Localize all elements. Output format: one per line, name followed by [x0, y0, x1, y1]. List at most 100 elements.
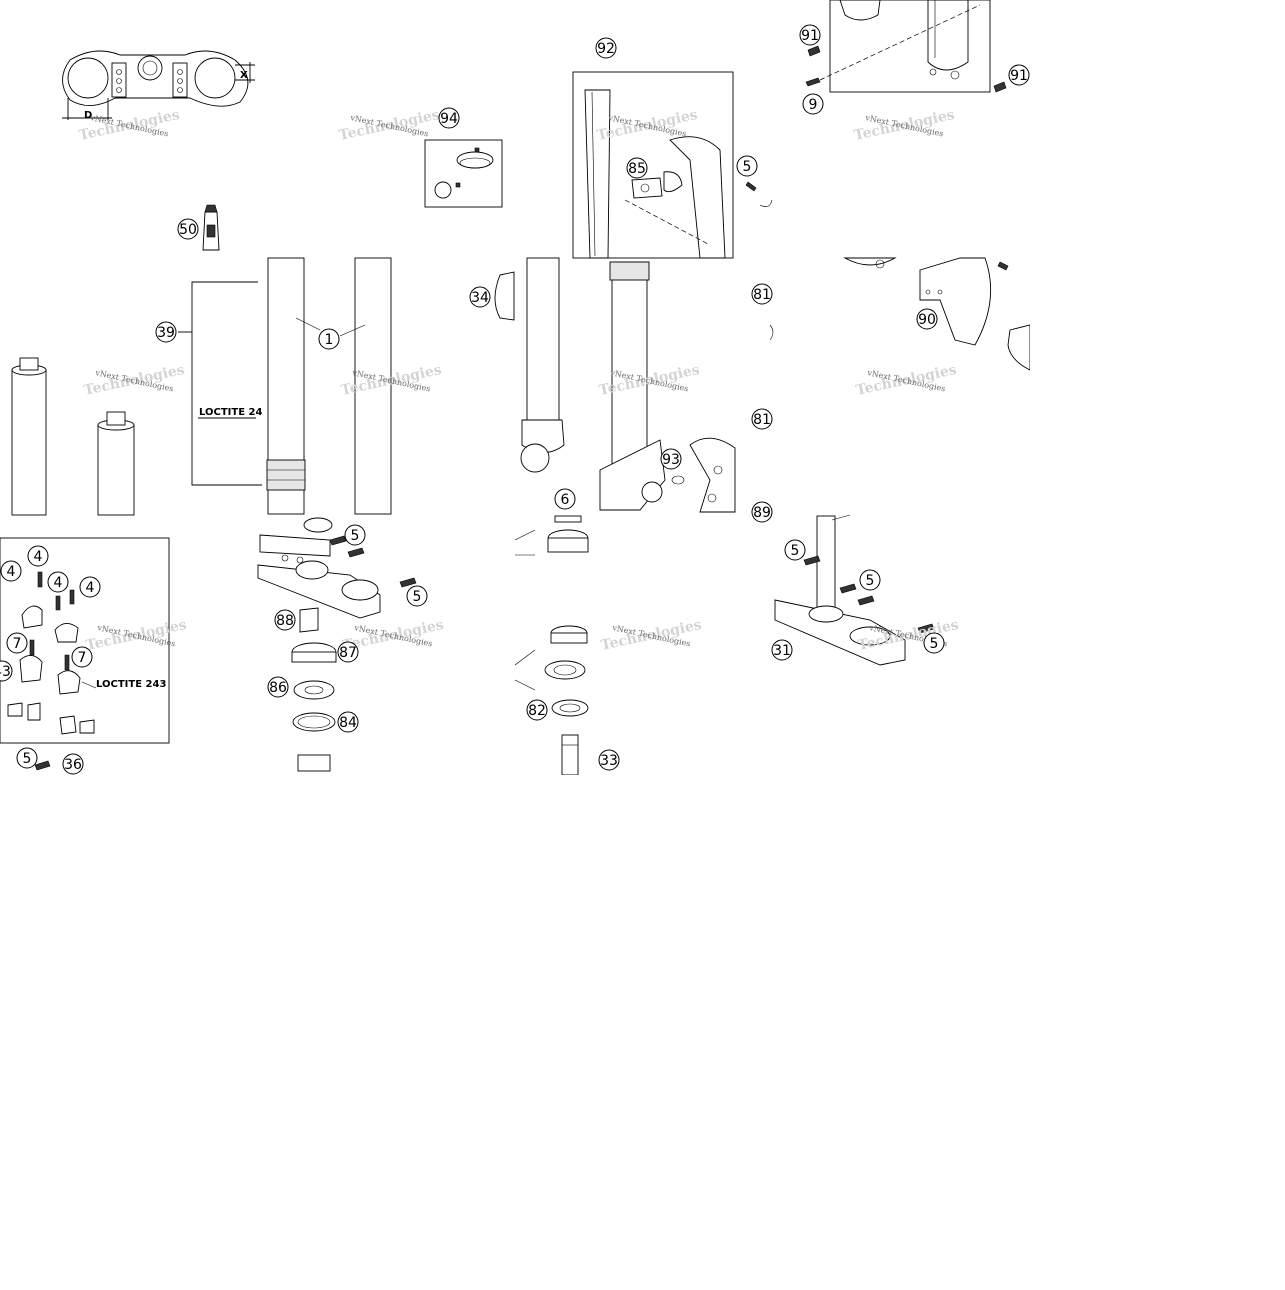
callout-label: 87 — [339, 645, 357, 661]
callout-circle — [469, 286, 491, 308]
callout-c92: 92 — [595, 37, 617, 59]
callout-circle — [859, 569, 881, 591]
callout-label: 91 — [1010, 68, 1028, 84]
callout-label: 5 — [866, 573, 875, 589]
callout-label: 9 — [809, 97, 818, 113]
callout-c85: 85 — [626, 157, 648, 179]
callout-c93: 93 — [660, 448, 682, 470]
callout-circle — [1008, 64, 1030, 86]
callout-label: 43 — [0, 664, 11, 680]
callout-label: 1 — [325, 332, 334, 348]
callout-circle — [595, 37, 617, 59]
callout-label: 84 — [339, 715, 357, 731]
callout-label: 6 — [561, 492, 570, 508]
callout-c82: 82 — [526, 699, 548, 721]
callout-circle — [155, 321, 177, 343]
callout-c5_bl: 5 — [16, 747, 38, 769]
callout-circle — [751, 408, 773, 430]
callout-c34: 34 — [469, 286, 491, 308]
callout-circle — [177, 218, 199, 240]
callout-label: 7 — [78, 650, 87, 666]
fork-guard — [572, 71, 773, 259]
callout-c9: 9 — [802, 93, 824, 115]
callout-label: 31 — [773, 643, 791, 659]
callout-c94: 94 — [438, 107, 460, 129]
lower-triple-clamp-right — [774, 514, 935, 666]
callout-label: 5 — [351, 528, 360, 544]
callout-c1: 1 — [318, 328, 340, 350]
callout-label: 92 — [597, 41, 615, 57]
lower-triple-clamp — [257, 517, 417, 772]
callout-circle — [598, 749, 620, 771]
callout-label: 90 — [918, 312, 936, 328]
callout-c7a: 7 — [6, 632, 28, 654]
callout-c4d: 4 — [79, 576, 101, 598]
callout-circle — [62, 753, 84, 775]
callout-label: 5 — [743, 159, 752, 175]
callout-circle — [660, 448, 682, 470]
callout-c81b: 81 — [751, 408, 773, 430]
callout-c5_br1: 5 — [784, 539, 806, 561]
callout-c7b: 7 — [71, 646, 93, 668]
callout-layer: 9291919948555039134818190936894444774353… — [0, 24, 1030, 775]
callout-circle — [274, 609, 296, 631]
dimension-d-label: D — [84, 110, 92, 121]
loctite-note-top: LOCTITE 24 — [199, 407, 262, 418]
dimension-x-label: X — [240, 70, 248, 81]
callout-circle — [771, 639, 793, 661]
callout-c33: 33 — [598, 749, 620, 771]
callout-c5_br3: 5 — [923, 632, 945, 654]
callout-label: 5 — [791, 543, 800, 559]
callout-circle — [337, 711, 359, 733]
callout-label: 5 — [23, 751, 32, 767]
callout-circle — [79, 576, 101, 598]
callout-c87: 87 — [337, 641, 359, 663]
callout-label: 86 — [269, 680, 287, 696]
callout-circle — [554, 488, 576, 510]
callout-circle — [751, 283, 773, 305]
callout-c89: 89 — [751, 501, 773, 523]
callout-label: 85 — [628, 161, 646, 177]
callout-circle — [802, 93, 824, 115]
callout-label: 88 — [276, 613, 294, 629]
callout-circle — [16, 747, 38, 769]
callout-label: 4 — [86, 580, 95, 596]
callout-c36: 36 — [62, 753, 84, 775]
callout-label: 36 — [64, 757, 82, 773]
callout-circle — [344, 524, 366, 546]
callout-circle — [751, 501, 773, 523]
fork-guard-right — [769, 257, 1031, 371]
callout-circle — [916, 308, 938, 330]
callout-circle — [626, 157, 648, 179]
callout-c4a: 4 — [27, 545, 49, 567]
callout-c86: 86 — [267, 676, 289, 698]
callout-circle — [799, 24, 821, 46]
callout-c5_bm2: 5 — [406, 585, 428, 607]
callout-label: 81 — [753, 287, 771, 303]
callout-c5_br2: 5 — [859, 569, 881, 591]
clamp-kit-box — [424, 139, 503, 208]
callout-circle — [318, 328, 340, 350]
callout-c5_top: 5 — [736, 155, 758, 177]
callout-c90: 90 — [916, 308, 938, 330]
callout-circle — [923, 632, 945, 654]
callout-circle — [784, 539, 806, 561]
callout-label: 82 — [528, 703, 546, 719]
triple-clamp-top-view — [62, 50, 255, 120]
callout-c4c: 4 — [47, 571, 69, 593]
callout-c31: 31 — [771, 639, 793, 661]
loctite-bracket — [178, 281, 262, 486]
callout-c5_bm1: 5 — [344, 524, 366, 546]
callout-c81a: 81 — [751, 283, 773, 305]
callout-label: 91 — [801, 28, 819, 44]
fork-tubes-left — [11, 357, 135, 516]
callout-label: 5 — [413, 589, 422, 605]
callout-circle — [526, 699, 548, 721]
callout-label: 33 — [600, 753, 618, 769]
callout-c84: 84 — [337, 711, 359, 733]
callout-circle — [337, 641, 359, 663]
callout-label: 34 — [471, 290, 489, 306]
callout-c91b: 91 — [1008, 64, 1030, 86]
